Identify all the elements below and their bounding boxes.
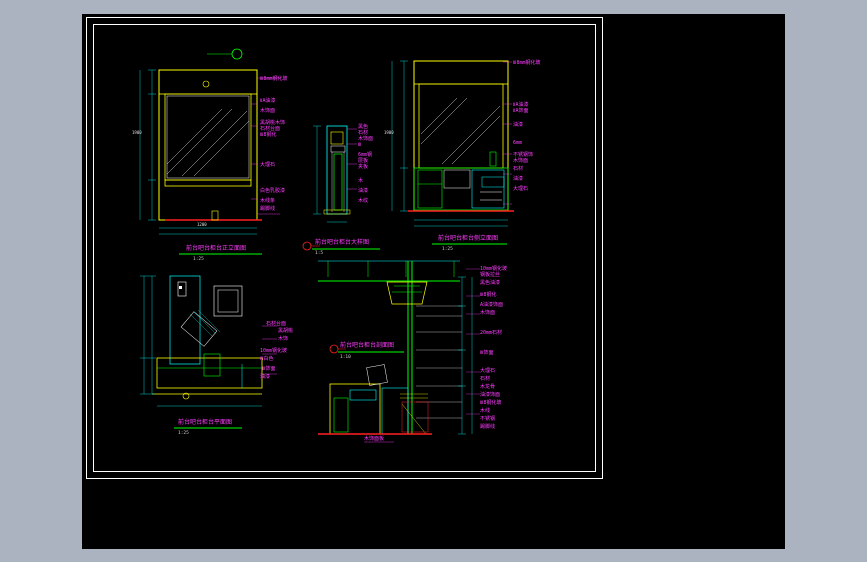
scale-front-elevation: 1:25 (193, 256, 204, 262)
svg-text:Ⅲ8钢化: Ⅲ8钢化 (260, 131, 276, 138)
svg-text:Ⅲ饰面: Ⅲ饰面 (480, 349, 493, 356)
front-elevation-view: 1900 1200 Ⅲ8mm钢化玻 ⅡA油漆 木饰面 黑胡桃木饰 石材台面 Ⅲ8… (132, 48, 287, 262)
svg-text:油漆: 油漆 (260, 373, 270, 380)
scale-side-elevation: 1:25 (442, 246, 453, 252)
drawing-sheet-inner-border (93, 24, 596, 472)
detail-view: 黑色 石材 木饰面 Ⅲ 6mm钢 层板 夹板 木 油漆 木纹 前台吧台柜台大样图… (302, 123, 380, 256)
title-plan: 前台吧台柜台平面图 (178, 418, 232, 426)
svg-text:20mm石材: 20mm石材 (480, 329, 502, 336)
side-elevation-view: 1900 Ⅲ8mm钢化玻 ⅡA油漆 ⅡA饰面 油漆 6mm 不锈钢饰 木饰面 石… (384, 59, 540, 252)
svg-text:Ⅲ8钢化: Ⅲ8钢化 (480, 291, 496, 298)
scale-plan: 1:25 (178, 430, 189, 436)
svg-text:油漆: 油漆 (513, 175, 523, 182)
plan-view: 石材台面 黑胡桃 木饰 10mm钢化玻 Ⅲ白色 Ⅲ饰面 油漆 前台吧台柜台平面图… (140, 275, 293, 436)
svg-text:Ⅲ8mm钢化玻: Ⅲ8mm钢化玻 (260, 75, 287, 82)
svg-text:木龙骨: 木龙骨 (480, 383, 495, 390)
svg-text:石材: 石材 (513, 165, 523, 172)
svg-text:层板: 层板 (358, 157, 368, 164)
title-front-elevation: 前台吧台柜台正立面图 (186, 244, 246, 252)
svg-text:木饰面: 木饰面 (260, 107, 275, 114)
svg-text:黑胡桃木饰: 黑胡桃木饰 (260, 119, 285, 126)
svg-text:油漆饰面: 油漆饰面 (480, 391, 500, 398)
svg-text:黑胡桃: 黑胡桃 (278, 327, 293, 334)
svg-text:木线条: 木线条 (260, 197, 275, 204)
section-view: 木饰面板 10mm钢化玻 钢板拉丝 (318, 260, 507, 443)
svg-text:木纹: 木纹 (358, 197, 368, 204)
svg-text:1900: 1900 (384, 130, 394, 135)
title-side-elevation: 前台吧台柜台侧立面图 (438, 234, 498, 242)
svg-text:Ⅲ8钢化玻: Ⅲ8钢化玻 (480, 399, 501, 406)
svg-text:ⅡA油漆: ⅡA油漆 (260, 97, 275, 104)
svg-text:10mm钢化玻: 10mm钢化玻 (480, 265, 507, 272)
svg-text:木饰面: 木饰面 (358, 135, 373, 142)
title-section: 前台吧台柜台剖面图 (340, 341, 394, 349)
svg-text:木线: 木线 (480, 407, 490, 414)
svg-text:钢板拉丝: 钢板拉丝 (480, 271, 500, 278)
svg-text:Ⅲ8mm钢化玻: Ⅲ8mm钢化玻 (513, 59, 540, 66)
svg-text:白色乳胶漆: 白色乳胶漆 (260, 187, 285, 194)
svg-text:6mm钢: 6mm钢 (358, 151, 372, 158)
cad-viewport[interactable]: 1900 1200 Ⅲ8mm钢化玻 ⅡA油漆 木饰面 黑胡桃木饰 石材台面 Ⅲ8… (82, 14, 785, 549)
svg-text:踢脚线: 踢脚线 (260, 205, 275, 212)
cad-drawing: 1900 1200 Ⅲ8mm钢化玻 ⅡA油漆 木饰面 黑胡桃木饰 石材台面 Ⅲ8… (132, 48, 540, 443)
svg-text:大理石: 大理石 (480, 367, 495, 374)
svg-text:黑色油漆: 黑色油漆 (480, 279, 500, 286)
svg-text:大理石: 大理石 (260, 161, 275, 168)
svg-text:6mm: 6mm (513, 140, 522, 146)
svg-text:不锈钢: 不锈钢 (480, 415, 495, 422)
svg-text:ⅡA油漆: ⅡA油漆 (513, 101, 528, 108)
scale-section: 1:10 (340, 354, 351, 360)
svg-text:不锈钢饰: 不锈钢饰 (513, 151, 533, 158)
drawing-sheet-outer-border (86, 17, 603, 479)
svg-text:石材: 石材 (480, 375, 490, 382)
svg-text:1200: 1200 (197, 222, 207, 227)
svg-text:Ⅲ: Ⅲ (358, 142, 361, 148)
svg-text:油漆: 油漆 (358, 187, 368, 194)
svg-text:ⅡA饰面: ⅡA饰面 (513, 107, 528, 114)
svg-text:A油漆饰面: A油漆饰面 (480, 301, 503, 308)
svg-text:木饰面板: 木饰面板 (364, 435, 384, 442)
svg-text:木: 木 (358, 177, 363, 184)
svg-text:夹板: 夹板 (358, 163, 368, 170)
svg-text:木饰: 木饰 (278, 335, 288, 342)
svg-text:Ⅲ白色: Ⅲ白色 (260, 355, 273, 362)
svg-text:石材台面: 石材台面 (260, 125, 280, 132)
scale-detail: 1:5 (315, 250, 323, 256)
svg-text:石材台面: 石材台面 (266, 320, 286, 327)
svg-text:油漆: 油漆 (513, 121, 523, 128)
svg-text:大理石: 大理石 (513, 185, 528, 192)
svg-text:黑色: 黑色 (358, 123, 368, 130)
svg-text:10mm钢化玻: 10mm钢化玻 (260, 347, 287, 354)
svg-text:木饰面: 木饰面 (513, 157, 528, 164)
svg-text:Ⅲ饰面: Ⅲ饰面 (262, 365, 275, 372)
title-detail: 前台吧台柜台大样图 (315, 238, 369, 246)
svg-text:石材: 石材 (358, 129, 368, 136)
svg-text:踢脚线: 踢脚线 (480, 423, 495, 430)
svg-text:1900: 1900 (132, 130, 142, 135)
svg-text:木饰面: 木饰面 (480, 309, 495, 316)
